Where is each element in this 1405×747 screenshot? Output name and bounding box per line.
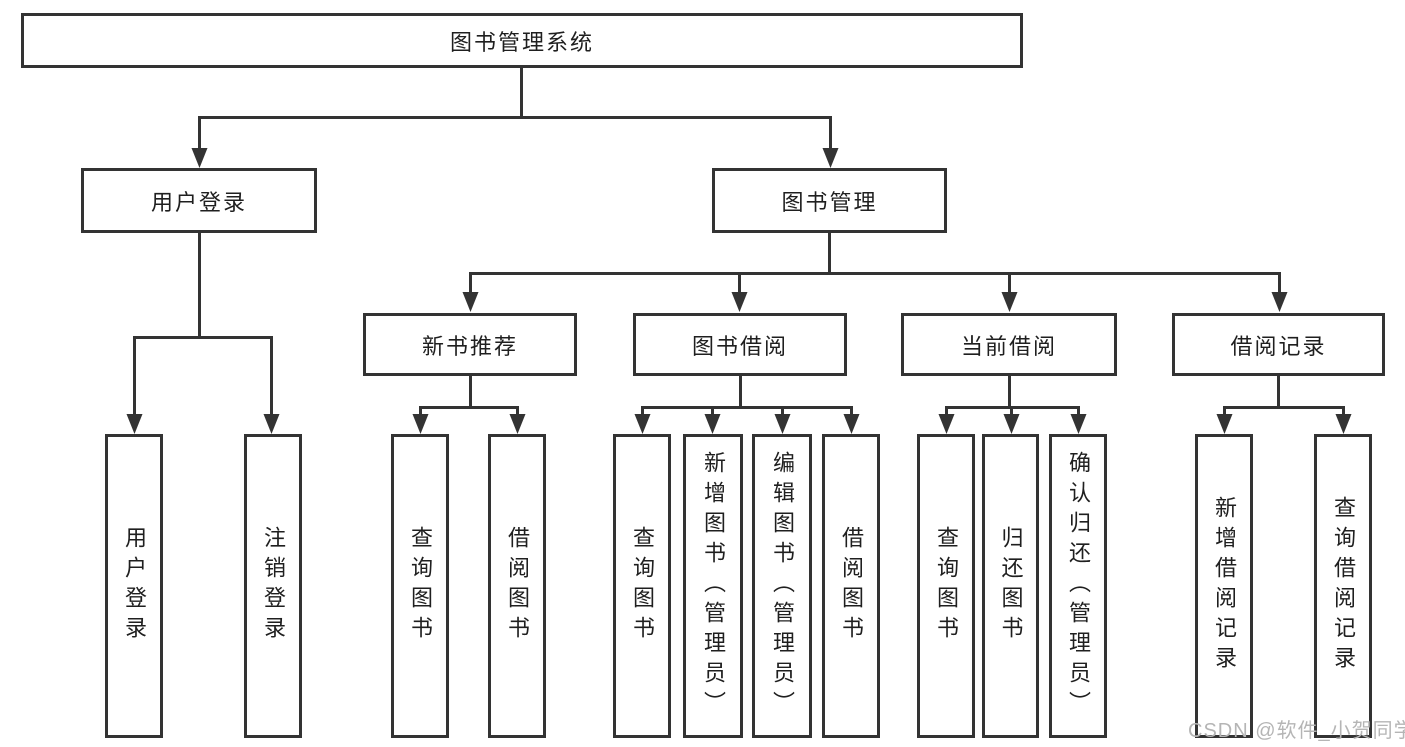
leaf-add-borrow-record: 新增借阅记录 bbox=[1195, 434, 1253, 738]
leaf-borrow-books-borrowing: 借阅图书 bbox=[822, 434, 880, 738]
node-label: 借阅记录 bbox=[1230, 333, 1327, 359]
csdn-watermark: CSDN @软件_小贺同学 bbox=[1188, 720, 1405, 742]
leaf-borrow-books-recommend: 借阅图书 bbox=[488, 434, 546, 738]
node-label: 当前借阅 bbox=[960, 333, 1057, 359]
node-label: 用户登录 bbox=[122, 526, 147, 646]
node-label: 查询图书 bbox=[934, 526, 959, 646]
leaf-user-login: 用户登录 bbox=[105, 434, 163, 738]
node-label: 用户登录 bbox=[150, 189, 247, 215]
leaf-query-books-recommend: 查询图书 bbox=[391, 434, 449, 738]
node-book-management: 图书管理 bbox=[712, 168, 947, 233]
node-label: 查询借阅记录 bbox=[1331, 496, 1356, 676]
leaf-return-book: 归还图书 bbox=[982, 434, 1039, 738]
node-label: 图书借阅 bbox=[691, 333, 788, 359]
node-label: 确认归还（管理员） bbox=[1066, 451, 1091, 721]
node-root-system: 图书管理系统 bbox=[21, 13, 1023, 68]
leaf-logout: 注销登录 bbox=[244, 434, 302, 738]
node-user-login: 用户登录 bbox=[81, 168, 317, 233]
leaf-confirm-return-admin: 确认归还（管理员） bbox=[1049, 434, 1107, 738]
leaf-query-borrow-record: 查询借阅记录 bbox=[1314, 434, 1372, 738]
node-label: 图书管理系统 bbox=[449, 29, 594, 55]
node-label: 新增图书（管理员） bbox=[701, 451, 726, 721]
node-label: 新增借阅记录 bbox=[1212, 496, 1237, 676]
node-label: 查询图书 bbox=[630, 526, 655, 646]
node-new-book-recommend: 新书推荐 bbox=[363, 313, 577, 376]
node-borrowing-records: 借阅记录 bbox=[1172, 313, 1385, 376]
node-label: 借阅图书 bbox=[505, 526, 530, 646]
node-label: 查询图书 bbox=[408, 526, 433, 646]
leaf-query-books-borrowing: 查询图书 bbox=[613, 434, 671, 738]
node-label: 归还图书 bbox=[998, 526, 1024, 646]
leaf-add-book-admin: 新增图书（管理员） bbox=[683, 434, 743, 738]
node-book-borrowing: 图书借阅 bbox=[633, 313, 847, 376]
node-label: 新书推荐 bbox=[421, 333, 518, 359]
node-label: 编辑图书（管理员） bbox=[770, 451, 795, 721]
leaf-query-books-current: 查询图书 bbox=[917, 434, 975, 738]
node-current-borrowing: 当前借阅 bbox=[901, 313, 1117, 376]
node-label: 图书管理 bbox=[781, 189, 878, 215]
leaf-edit-book-admin: 编辑图书（管理员） bbox=[752, 434, 812, 738]
node-label: 借阅图书 bbox=[839, 526, 864, 646]
node-label: 注销登录 bbox=[261, 526, 286, 646]
arrowhead-icons bbox=[126, 148, 1352, 434]
